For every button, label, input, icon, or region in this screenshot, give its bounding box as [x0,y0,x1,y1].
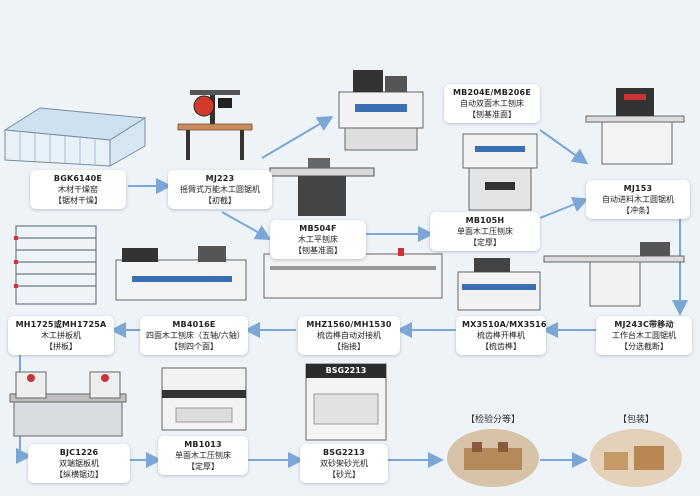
label-name: 单面木工压刨床 [175,451,231,460]
label-step: 【拼板】 [45,342,77,351]
label-model: BGK6140E [53,174,103,183]
finger-shaper-image [457,258,541,311]
label-mj243c: MJ243C带移动 工作台木工圆锯机 【分选截断】 [596,316,692,355]
sander-badge: BSG2213 [325,366,367,375]
label-step: 【梳齿榫】 [481,342,521,351]
label-mhz1560: MHZ1560/MH1530 梳齿榫自动对接机 【指接】 [298,316,400,355]
label-model: MJ223 [205,174,235,183]
label-step: 【砂光】 [328,470,360,479]
finger-jointer-image [263,248,443,299]
wide-belt-sander-image [305,363,387,441]
label-mb105h: MB105H 单面木工压刨床 【定厚】 [430,212,540,251]
label-model: BJC1226 [59,448,99,457]
label-step: 【指接】 [333,342,365,351]
label-mb4016e: MB4016E 四面木工刨床（五轴/六轴） 【刨四个面】 [140,316,248,355]
radial-arm-saw-image [177,90,253,160]
label-name: 工作台木工圆锯机 [612,331,676,340]
label-name: 自动进料木工圆锯机 [602,195,674,204]
label-model: MB204E/MB206E [453,88,531,97]
label-mb1013: MB1013 单面木工压刨床 【定厚】 [158,436,248,475]
label-name: 木工拼板机 [41,331,81,340]
label-name: 四面木工刨床（五轴/六轴） [146,331,245,340]
label-mh1725: MH1725或MH1725A 木工拼板机 【拼板】 [8,316,114,355]
drying-kiln-image [3,107,147,167]
label-bjc1226: BJC1226 双端锯板机 【纵横锯边】 [28,444,130,483]
label-model: MX3510A/MX3516 [462,320,547,329]
four-side-moulder-image [115,246,247,301]
label-step: 【冲条】 [622,206,654,215]
label-step: 【刨基准面】 [294,246,342,255]
label-name: 梳齿榫自动对接机 [317,331,381,340]
arrow-mb204e-to-mj153 [539,129,589,165]
clamp-carrier-image [14,225,97,305]
label-step: 【刨四个面】 [170,342,218,351]
jointer-image [269,158,375,216]
label-mj223: MJ223 摇臂式万能木工圆锯机 【初截】 [168,170,272,209]
label-model: MB4016E [172,320,216,329]
label-step: 【锯材干燥】 [54,196,102,205]
label-model: MB504F [299,224,337,233]
sliding-table-saw-image [543,242,685,307]
label-mb504f: MB504F 木工平刨床 【刨基准面】 [270,220,366,259]
label-model: MJ153 [623,184,653,193]
rip-saw-image [585,88,685,165]
label-step: 【定厚】 [187,462,219,471]
double-end-saw-image [9,371,127,437]
label-name: 摇臂式万能木工圆锯机 [180,185,260,194]
label-step: 【定厚】 [469,238,501,247]
label-mx3510a: MX3510A/MX3516 梳齿榫开榫机 【梳齿榫】 [456,316,547,355]
label-step: 【刨基准面】 [468,110,516,119]
stage-pack-title: 【包装】 [617,415,654,425]
label-mj153: MJ153 自动进料木工圆锯机 【冲条】 [586,180,690,219]
label-bsg2213: BSG2213 双砂架砂光机 【砂光】 [300,444,388,483]
label-step: 【初截】 [204,196,236,205]
label-name: 双端锯板机 [59,459,99,468]
label-name: 木材干燥窑 [58,185,98,194]
label-name: 双砂架砂光机 [320,459,368,468]
label-step: 【纵横锯边】 [55,470,103,479]
packaging-photo-image [590,429,682,487]
label-bgk6140e: BGK6140E 木材干燥窑 【锯材干燥】 [30,170,126,209]
arrow-mj223-to-mb504f [221,211,272,240]
label-step: 【分选截断】 [620,342,668,351]
label-model: MJ243C带移动 [614,320,674,329]
label-model: MH1725或MH1725A [15,320,107,329]
stage-inspect-title: 【检验分等】 [465,415,520,425]
label-mb204e: MB204E/MB206E 自动双面木工刨床 【刨基准面】 [444,84,540,123]
label-model: MB105H [465,216,505,225]
label-model: BSG2213 [322,448,366,457]
label-name: 木工平刨床 [298,235,338,244]
arrow-mb105h-to-mj153 [539,197,589,219]
label-name: 自动双面木工刨床 [460,99,524,108]
wide-planer-image [161,367,247,431]
label-model: MHZ1560/MH1530 [306,320,392,329]
double-planer-image [338,70,424,151]
label-model: MB1013 [184,440,222,449]
label-name: 梳齿榫开榫机 [477,331,525,340]
label-name: 单面木工压刨床 [457,227,513,236]
thickness-planer-image [462,133,538,211]
inspection-photo-image [447,429,539,487]
